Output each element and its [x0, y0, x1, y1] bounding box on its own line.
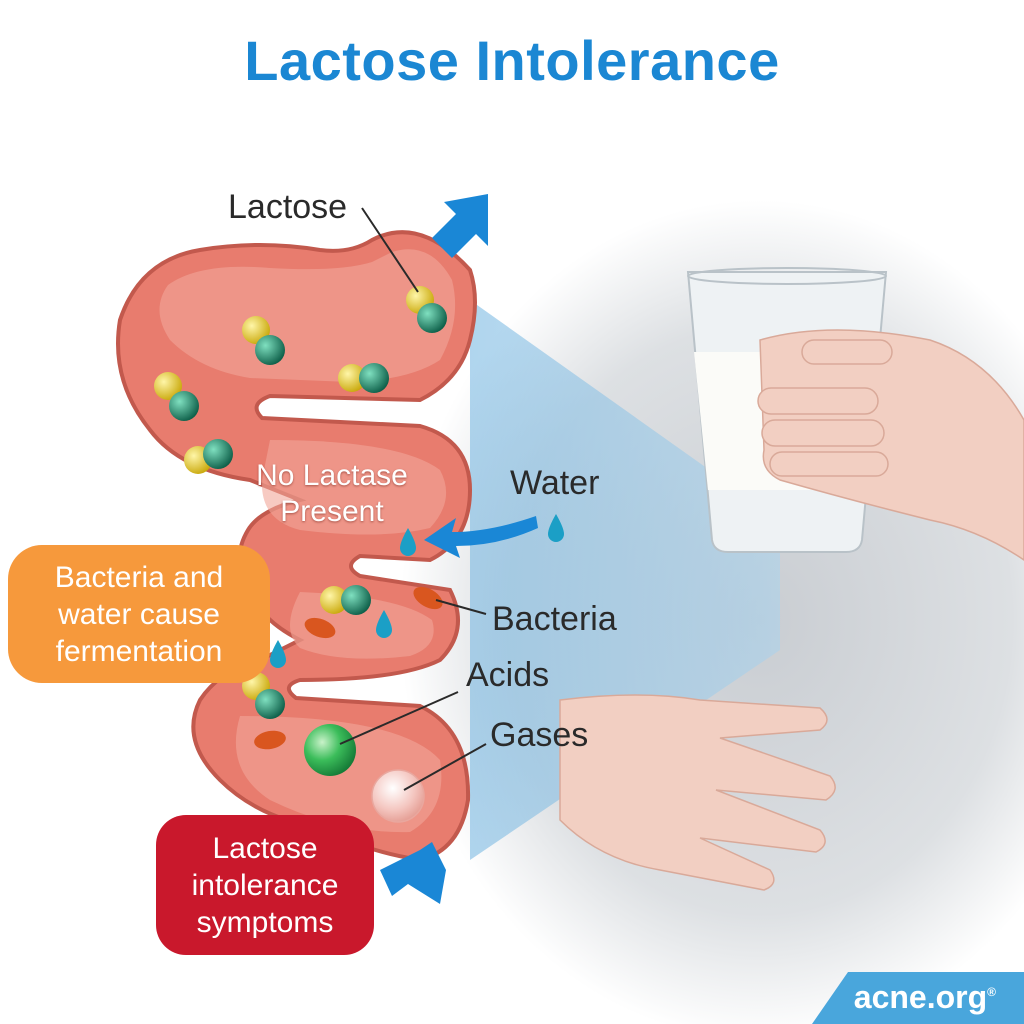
- bacterium: [413, 586, 443, 610]
- lactose-molecules: [154, 286, 447, 719]
- lactose-molecule: [184, 439, 233, 474]
- bacteria-group: [254, 586, 443, 750]
- water-drop: [376, 610, 392, 638]
- magnification-beam: [470, 300, 780, 860]
- gas-bubble: [371, 769, 425, 823]
- water-arrow: [424, 516, 538, 558]
- water-drops: [270, 514, 564, 668]
- lactose-molecule: [242, 316, 285, 365]
- label-acids: Acids: [466, 656, 550, 694]
- bacterium: [304, 617, 336, 639]
- hand-on-belly: [559, 694, 836, 891]
- bacterium: [254, 730, 286, 750]
- brand-band: [812, 972, 1024, 1024]
- lactose-molecule: [338, 363, 389, 393]
- label-gases: Gases: [490, 716, 589, 754]
- brand-name: acne.org®: [854, 979, 996, 1016]
- flow-arrows: [380, 194, 538, 904]
- callout-fermentation-line: water cause: [58, 597, 220, 631]
- hand-holding-glass: [757, 329, 1024, 561]
- label-bacteria: Bacteria: [492, 600, 617, 638]
- callout-symptoms-line: symptoms: [196, 905, 334, 939]
- callout-fermentation: Bacteria and water cause fermentation: [8, 545, 270, 683]
- lactose-molecule: [320, 585, 371, 615]
- lactose-molecule: [154, 372, 199, 421]
- label-water: Water: [510, 464, 600, 502]
- water-drop: [400, 528, 416, 556]
- acid-bubble: [304, 724, 356, 776]
- arrow-in: [432, 194, 488, 258]
- page-title: Lactose Intolerance: [244, 29, 780, 92]
- brand-logo: acne.org®: [776, 974, 1024, 1024]
- callout-fermentation-line: Bacteria and: [54, 560, 224, 594]
- callout-symptoms-line: intolerance: [191, 868, 339, 902]
- water-drop: [270, 640, 286, 668]
- arrow-out: [380, 842, 446, 904]
- leader-lines: [339, 207, 487, 791]
- brand-name-text: acne.org: [853, 979, 988, 1015]
- water-drop: [548, 514, 564, 542]
- lactose-molecule: [406, 286, 447, 333]
- callout-symptoms-line: Lactose: [212, 831, 318, 865]
- label-no-lactase: No Lactase Present: [226, 458, 438, 530]
- label-no-lactase-line1: No Lactase: [256, 459, 408, 492]
- callout-fermentation-line: fermentation: [55, 634, 223, 668]
- label-no-lactase-line2: Present: [280, 495, 384, 528]
- callout-symptoms: Lactose intolerance symptoms: [156, 815, 374, 955]
- label-lactose: Lactose: [228, 188, 348, 226]
- registered-mark: ®: [987, 985, 996, 999]
